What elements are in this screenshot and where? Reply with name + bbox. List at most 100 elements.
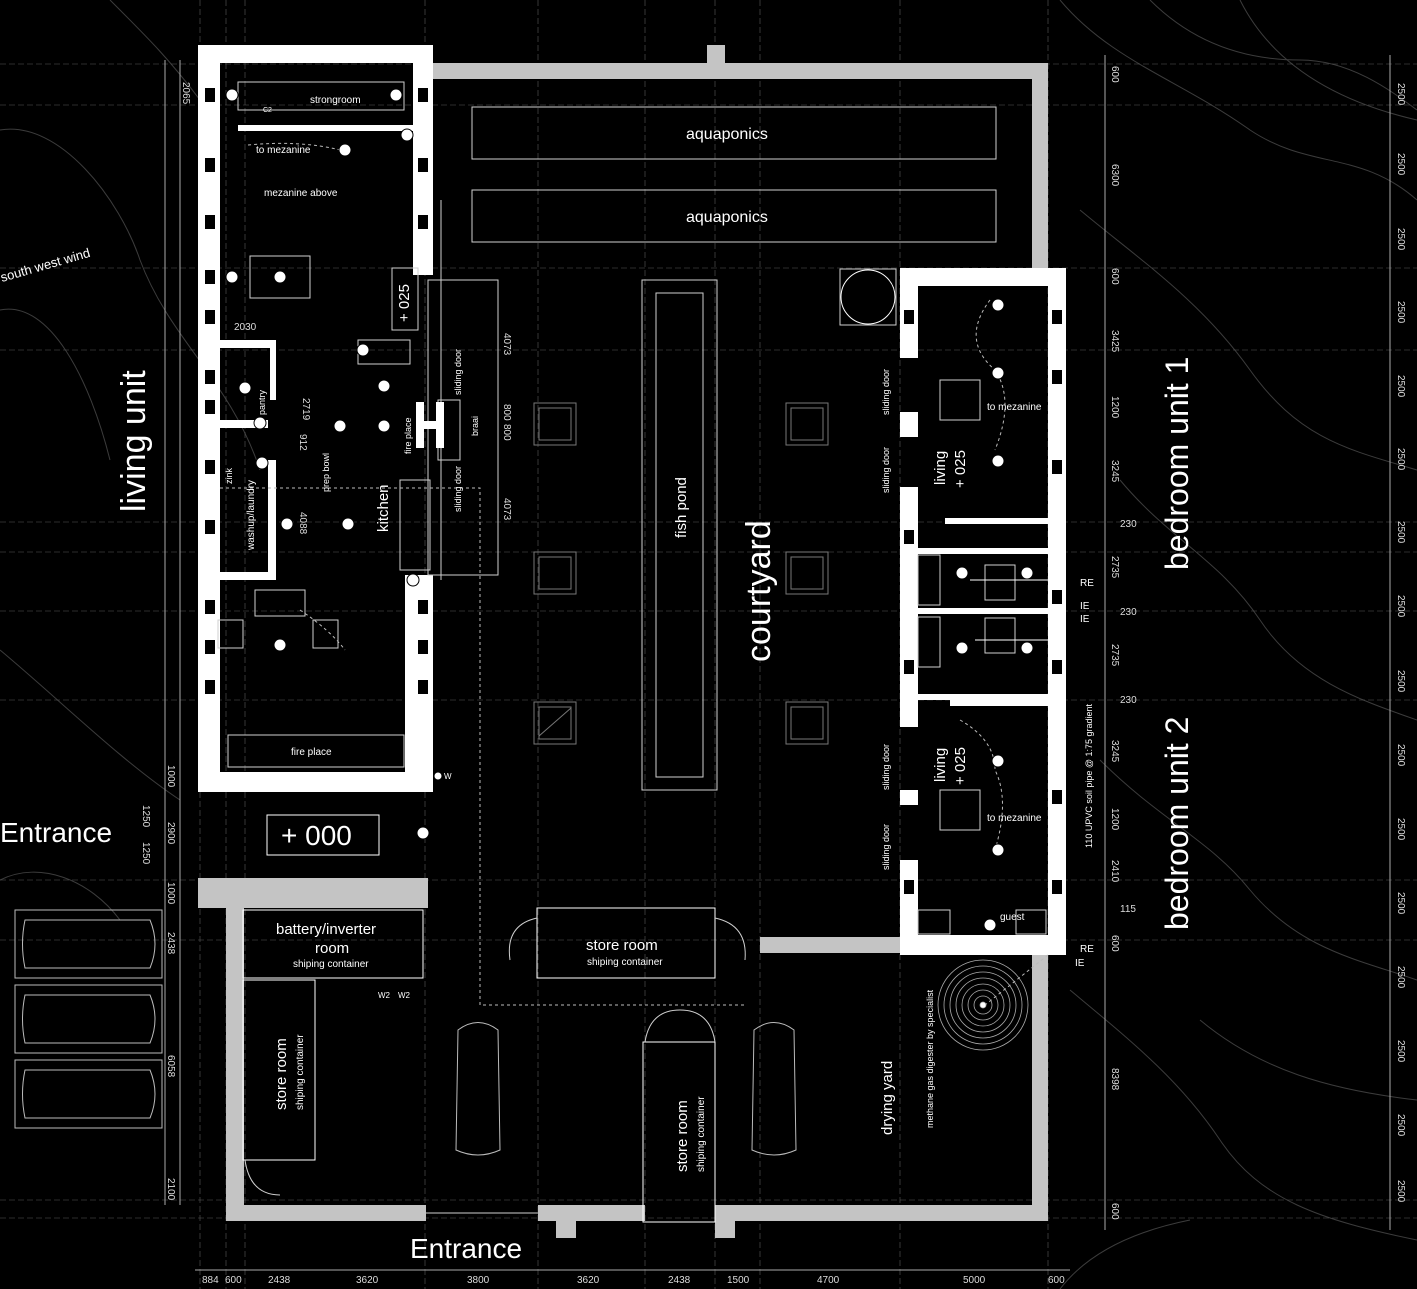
- battery-shipping-label: shiping container: [293, 959, 369, 970]
- inner-dim: 4073: [501, 333, 512, 356]
- dim-left: 2900: [165, 822, 176, 845]
- w2-label-2: W2: [398, 991, 411, 1000]
- braai-label: braai: [470, 416, 480, 436]
- dim-right-inner: 2735: [1109, 644, 1120, 667]
- sliding-door-label-2: sliding door: [453, 466, 463, 512]
- dim-right-inner: 115: [1120, 904, 1136, 915]
- store-shipping-label-2: shiping container: [295, 1034, 306, 1110]
- dim-left: 1250: [140, 842, 151, 865]
- re-label-2: RE: [1080, 944, 1094, 955]
- prep-bowl-label: prep bowl: [321, 453, 331, 492]
- dim-right-outer: 2500: [1395, 1180, 1406, 1203]
- inner-dim: 800: [501, 404, 512, 421]
- soil-pipe-label: 110 UPVC soil pipe @ 1:75 gradient: [1084, 703, 1094, 848]
- sliding-door-label-1: sliding door: [453, 349, 463, 395]
- ie-label-3: IE: [1075, 958, 1085, 969]
- dim-right-outer: 2500: [1395, 521, 1406, 544]
- drying-yard-label: drying yard: [879, 1061, 896, 1135]
- dim-left: 2065: [180, 82, 191, 105]
- dim-right-outer: 2500: [1395, 670, 1406, 693]
- sliding-door-bed-1: sliding door: [881, 369, 891, 415]
- dim-right-inner: 230: [1120, 695, 1137, 706]
- dim-right-inner: 600: [1109, 1203, 1120, 1220]
- fire-place-bottom-label: fire place: [291, 747, 332, 758]
- battery-room-label-2: room: [315, 940, 349, 957]
- dim-bottom: 3620: [356, 1275, 379, 1286]
- w-label: W: [444, 772, 452, 781]
- living-unit-label: living unit: [115, 370, 153, 512]
- dim-right-outer: 2500: [1395, 153, 1406, 176]
- inner-dim: 2719: [300, 398, 311, 421]
- inner-dim: 4088: [297, 512, 308, 535]
- courtyard-planters: [533, 402, 829, 745]
- to-mezanine-bed1: to mezanine: [987, 402, 1042, 413]
- dim-bottom: 3800: [467, 1275, 490, 1286]
- dim-right-outer: 2500: [1395, 595, 1406, 618]
- dim-right-outer: 2500: [1395, 966, 1406, 989]
- bedroom-wing: [900, 268, 1066, 1006]
- store-room-label-3: store room: [674, 1100, 691, 1172]
- fire-place-label: fire place: [403, 417, 413, 454]
- dim-left: 2438: [165, 932, 176, 955]
- ie-label-1: IE: [1080, 601, 1090, 612]
- fish-pond-label: fish pond: [673, 477, 690, 538]
- right-outer-dimensions: 2500 2500 2500 2500 2500 2500 2500 2500 …: [1395, 83, 1406, 1203]
- ie-label-2: IE: [1080, 614, 1090, 625]
- dim-right-outer: 2500: [1395, 375, 1406, 398]
- shipping-containers: [242, 907, 746, 1223]
- dim-left: 1000: [165, 882, 176, 905]
- left-dimensions: 2065 1000 1250 2900 1250 1000 2438 6058 …: [140, 82, 191, 1201]
- water-tank: [839, 268, 897, 326]
- sliding-door-bed-3: sliding door: [881, 744, 891, 790]
- dim-left: 1250: [140, 805, 151, 828]
- bedroom-unit-1-label: bedroom unit 1: [1159, 357, 1195, 570]
- zink-label: zink: [224, 467, 234, 484]
- entrance-left-label: Entrance: [0, 817, 112, 848]
- inner-dim: 2030: [234, 322, 257, 333]
- re-label-1: RE: [1080, 578, 1094, 589]
- aquaponics-label-1: aquaponics: [686, 126, 768, 143]
- south-west-wind-label: south west wind: [0, 245, 92, 285]
- to-mezanine-bed2: to mezanine: [987, 813, 1042, 824]
- light-fittings: [225, 88, 1034, 932]
- strongroom-label: strongroom: [310, 95, 361, 106]
- c2-label: C2: [263, 107, 272, 114]
- courtyard-label: courtyard: [740, 520, 778, 662]
- dim-bottom: 2438: [268, 1275, 291, 1286]
- dim-right-inner: 3245: [1109, 460, 1120, 483]
- dim-right-inner: 3425: [1109, 330, 1120, 353]
- methane-digester: [937, 959, 1029, 1051]
- dim-right-inner: 8398: [1109, 1068, 1120, 1091]
- to-mezanine-label: to mezanine: [256, 145, 311, 156]
- dim-bottom: 3620: [577, 1275, 600, 1286]
- dim-bottom: 884: [202, 1275, 219, 1286]
- dim-right-inner: 6300: [1109, 164, 1120, 187]
- store-room-label-1: store room: [586, 937, 658, 954]
- dim-left: 6058: [165, 1055, 176, 1078]
- store-room-label-2: store room: [273, 1038, 290, 1110]
- level-000-box: [266, 814, 380, 856]
- level-000-label: + 000: [281, 820, 352, 851]
- dim-right-outer: 2500: [1395, 744, 1406, 767]
- dim-bottom: 1500: [727, 1275, 750, 1286]
- level-025-bed1: + 025: [952, 450, 969, 488]
- inner-dim: 4073: [501, 498, 512, 521]
- battery-room-label-1: battery/inverter: [276, 921, 376, 938]
- sliding-door-bed-2: sliding door: [881, 447, 891, 493]
- dim-right-inner: 2735: [1109, 556, 1120, 579]
- w2-label-1: W2: [378, 991, 391, 1000]
- bedroom-unit-2-label: bedroom unit 2: [1159, 717, 1195, 930]
- inner-dimensions: 2030 2719 912 4088 4073 800 800 4073: [234, 322, 512, 535]
- dim-right-inner: 2410: [1109, 860, 1120, 883]
- dim-bottom: 600: [1048, 1275, 1065, 1286]
- room-labels: living unit strongroom to mezanine mezan…: [0, 95, 1195, 1264]
- dim-right-outer: 2500: [1395, 448, 1406, 471]
- dim-right-outer: 2500: [1395, 83, 1406, 106]
- courtyard-walls: [198, 45, 1048, 1238]
- methane-label: methane gas digester by specialist: [925, 989, 935, 1128]
- dim-right-outer: 2500: [1395, 301, 1406, 324]
- sliding-door-bed-4: sliding door: [881, 824, 891, 870]
- dim-left: 2100: [165, 1178, 176, 1201]
- dim-right-outer: 2500: [1395, 228, 1406, 251]
